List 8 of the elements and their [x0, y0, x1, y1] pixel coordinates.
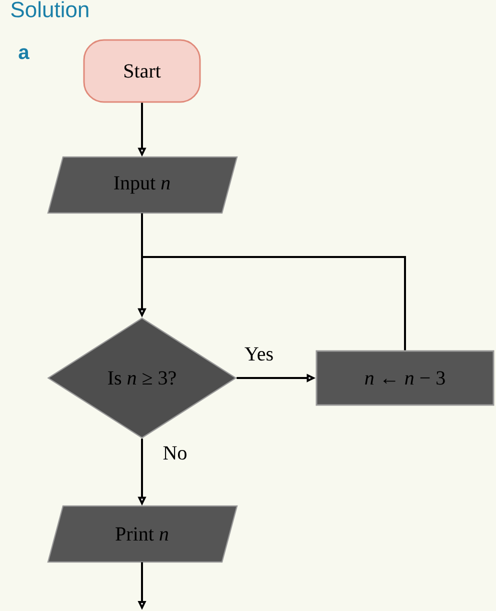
process-box: n ← n − 3: [316, 350, 494, 406]
edge-label: No: [163, 446, 186, 460]
io-parallelogram: Print n: [47, 505, 238, 563]
section-heading: Solution: [11, 1, 88, 18]
part-label: a: [18, 48, 30, 60]
terminal-box: Start: [83, 39, 201, 103]
edge-label: Yes: [244, 347, 273, 361]
io-parallelogram: Input n: [47, 156, 238, 214]
